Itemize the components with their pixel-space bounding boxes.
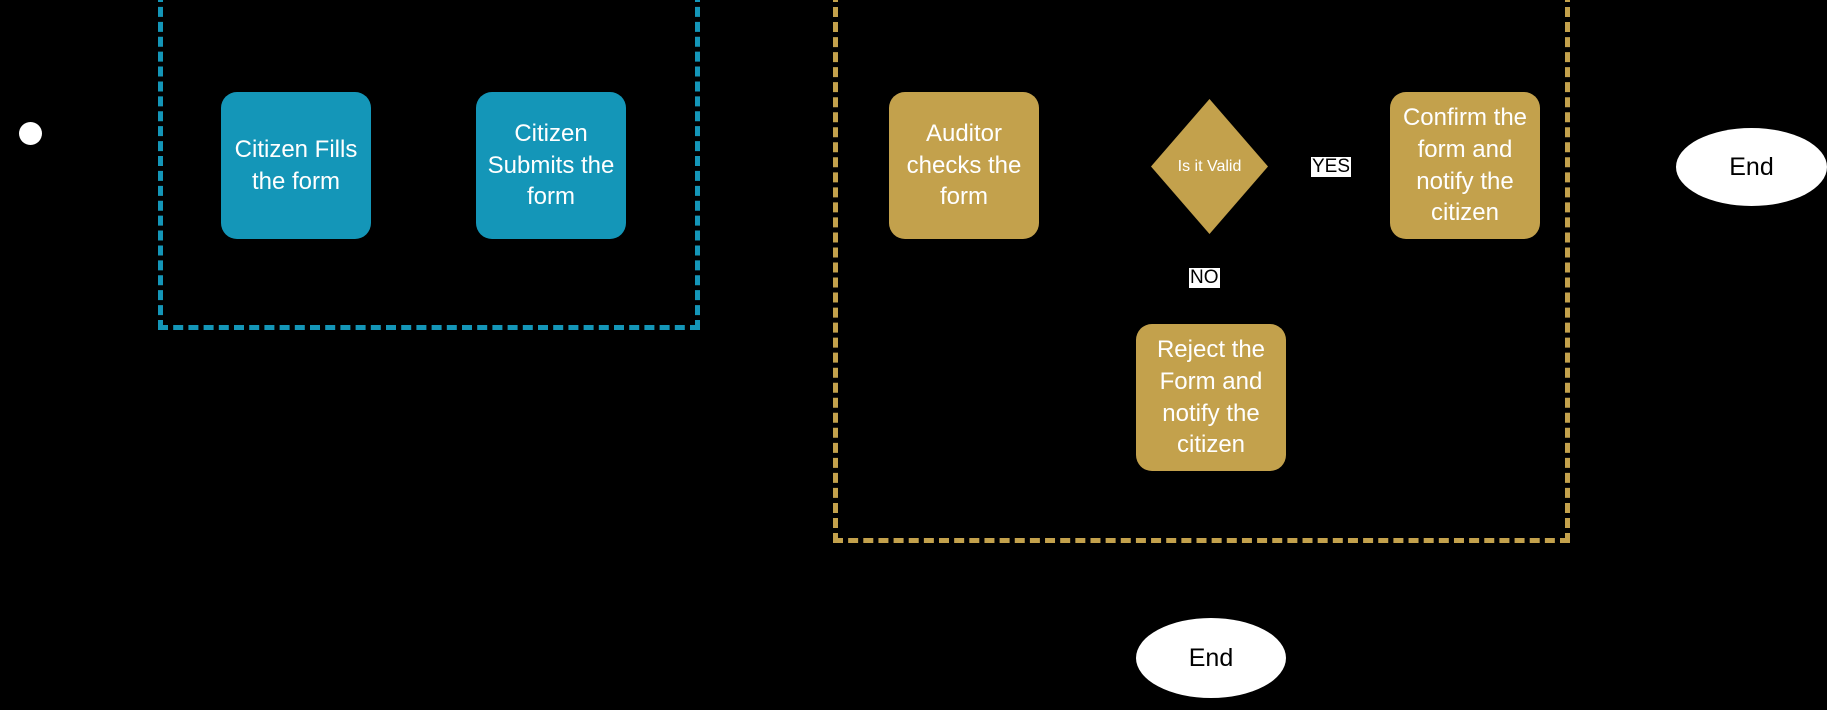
- auditor-lane-container: [833, 0, 1570, 543]
- node-label: Citizen Fills the form: [234, 135, 358, 195]
- node-reject-form-notify-citizen[interactable]: Reject the Form and notify the citizen: [1136, 324, 1286, 471]
- node-end-bottom[interactable]: End: [1136, 618, 1286, 698]
- node-auditor-checks-form[interactable]: Auditor checks the form: [889, 92, 1039, 239]
- node-citizen-submits-form[interactable]: Citizen Submits the form: [476, 92, 626, 239]
- node-label: Citizen Submits the form: [487, 119, 615, 211]
- node-end-right[interactable]: End: [1676, 128, 1827, 206]
- citizen-lane-container: [158, 0, 700, 330]
- edge-label-no: NO: [1189, 267, 1220, 288]
- node-label: Is it Valid: [1177, 157, 1242, 175]
- node-label: Confirm the form and notify the citizen: [1402, 104, 1528, 227]
- node-decision-is-it-valid[interactable]: Is it Valid: [1151, 99, 1268, 234]
- node-label: Reject the Form and notify the citizen: [1156, 336, 1266, 459]
- node-confirm-form-notify-citizen[interactable]: Confirm the form and notify the citizen: [1390, 92, 1540, 239]
- node-citizen-fills-form[interactable]: Citizen Fills the form: [221, 92, 371, 239]
- node-label: Auditor checks the form: [906, 119, 1022, 211]
- edge-label-yes: YES: [1311, 156, 1352, 177]
- node-label: End: [1188, 643, 1234, 672]
- node-label: End: [1729, 152, 1774, 181]
- start-node-circle[interactable]: [19, 122, 42, 145]
